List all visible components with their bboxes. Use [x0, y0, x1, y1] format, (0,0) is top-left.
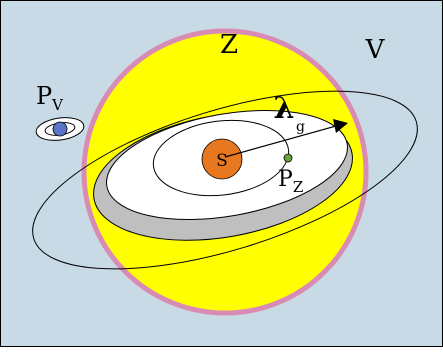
- planet-z-label-sub: Z: [293, 178, 303, 196]
- planet-v-label: PV: [36, 82, 64, 114]
- lambda-symbol: λ: [273, 91, 294, 126]
- planet-z: [283, 153, 293, 163]
- inner-orbit: [152, 119, 290, 197]
- planet-z-label-base: P: [278, 167, 293, 192]
- planet-z-label: PZ: [278, 167, 303, 196]
- arrow-head: [333, 119, 348, 133]
- outer-orbit-v: [32, 90, 418, 270]
- star-label: S: [216, 151, 228, 171]
- radius-arrow: [224, 125, 337, 158]
- planet-v-label-sub: V: [51, 96, 64, 114]
- zone-label: Z: [220, 30, 238, 60]
- outer-orbit-label: V: [365, 35, 386, 65]
- lambda-subscript: g: [296, 119, 305, 135]
- planet-v-body: [52, 121, 68, 137]
- star: [201, 138, 243, 180]
- planet-v: [35, 117, 85, 141]
- planet-v-label-base: P: [36, 82, 52, 110]
